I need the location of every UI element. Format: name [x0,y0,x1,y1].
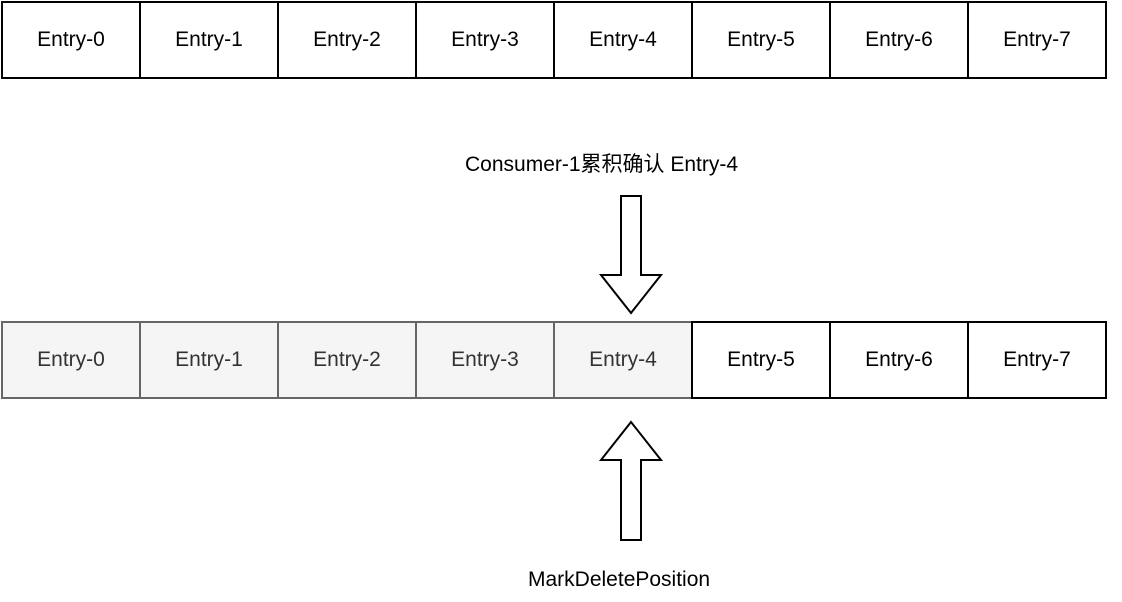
entry-cell-acked: Entry-3 [415,321,555,399]
entry-cell: Entry-6 [829,1,969,79]
entry-cell: Entry-4 [553,1,693,79]
entry-cell: Entry-5 [691,321,831,399]
entry-cell-acked: Entry-0 [1,321,141,399]
entry-cell-acked: Entry-1 [139,321,279,399]
mark-delete-position-label: MarkDeletePosition [528,568,711,591]
consumer-ack-label: Consumer-1累积确认 Entry-4 [465,153,739,176]
entry-cell-acked: Entry-4 [553,321,693,399]
down-arrow-icon [598,195,664,315]
up-arrow-icon [598,420,664,541]
entry-cell: Entry-0 [1,1,141,79]
entry-cell-acked: Entry-2 [277,321,417,399]
entry-cell: Entry-5 [691,1,831,79]
entry-row-acked: Entry-0 Entry-1 Entry-2 Entry-3 Entry-4 … [1,321,1107,399]
entry-cell: Entry-1 [139,1,279,79]
entry-row-original: Entry-0 Entry-1 Entry-2 Entry-3 Entry-4 … [1,1,1107,79]
entry-cell: Entry-6 [829,321,969,399]
entry-cell: Entry-7 [967,321,1107,399]
entry-cell: Entry-3 [415,1,555,79]
entry-cell: Entry-7 [967,1,1107,79]
entry-cell: Entry-2 [277,1,417,79]
